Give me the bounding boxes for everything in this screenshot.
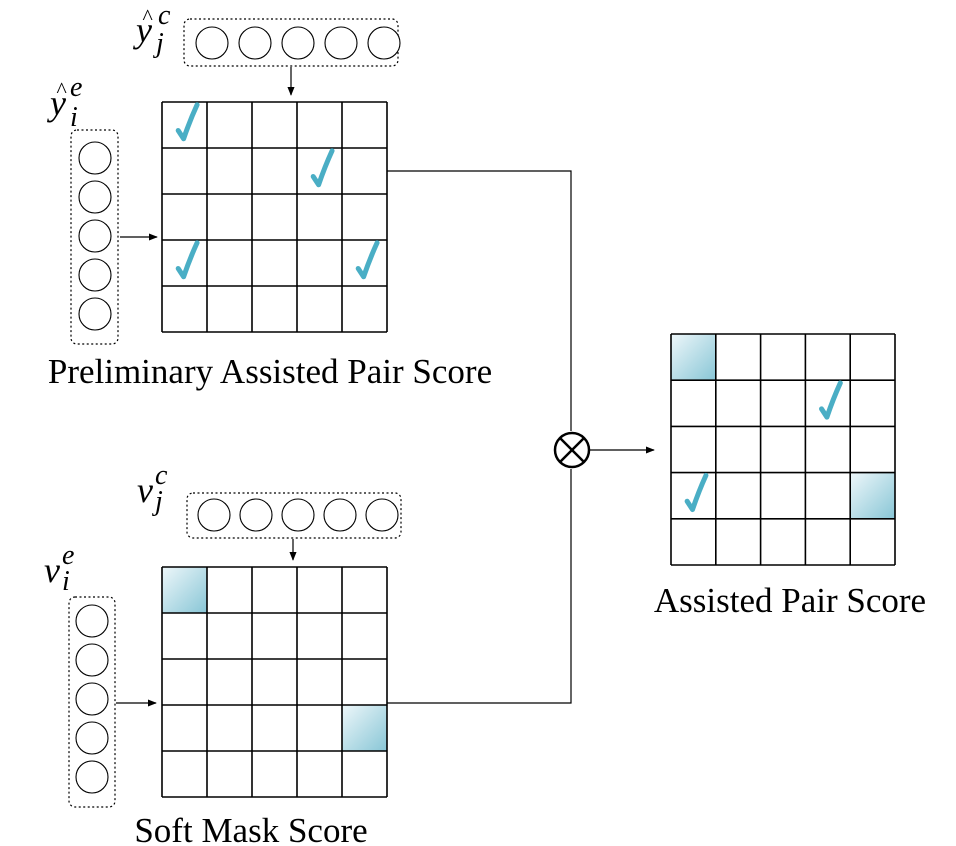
check-icon	[310, 148, 335, 188]
vector-node	[75, 760, 109, 794]
grid-lines	[161, 101, 388, 333]
y-hat-j-c-label: y ^ c j	[133, 0, 171, 59]
vector-node	[238, 26, 272, 60]
vector-node	[281, 26, 315, 60]
v-symbol: v	[44, 550, 60, 590]
hat-mark: ^	[142, 4, 153, 29]
assisted-caption: Assisted Pair Score	[654, 581, 926, 620]
soft-mask-caption: Soft Mask Score	[134, 811, 367, 846]
v-e-vector	[68, 596, 116, 808]
v-symbol: v	[137, 470, 153, 510]
vector-node	[239, 498, 273, 532]
vector-nodes	[197, 498, 399, 532]
y-hat-symbol: y	[133, 10, 152, 50]
preliminary-score-grid	[161, 101, 388, 333]
connector-top	[387, 170, 572, 431]
grid-lines	[670, 333, 896, 566]
shaded-cell	[671, 334, 716, 381]
vector-nodes	[195, 26, 401, 60]
y-hat-symbol: y	[47, 83, 66, 123]
subscript-i: i	[70, 102, 78, 133]
check-icon	[819, 380, 843, 420]
superscript-e: e	[62, 540, 74, 571]
vector-node	[78, 141, 112, 175]
check-icon	[355, 240, 380, 280]
y-hat-c-vector	[183, 18, 401, 67]
y-hat-i-e-label: y ^ e i	[47, 72, 82, 133]
vector-box	[186, 492, 402, 539]
vector-node	[75, 721, 109, 755]
assisted-score-grid	[670, 333, 896, 566]
vector-node	[281, 498, 315, 532]
y-hat-e-vector	[70, 129, 119, 345]
subscript-j: j	[152, 486, 163, 517]
assisted-section: Assisted Pair Score	[654, 333, 926, 620]
vector-node	[75, 682, 109, 716]
preliminary-caption: Preliminary Assisted Pair Score	[48, 352, 492, 391]
vector-node	[75, 643, 109, 677]
soft-mask-section: v c j v e i Soft Mask Score	[44, 460, 402, 846]
shaded-cell	[342, 705, 387, 751]
v-c-vector	[186, 492, 402, 539]
vector-node	[78, 258, 112, 292]
vector-node	[78, 219, 112, 253]
superscript-c: c	[155, 460, 168, 491]
v-j-c-label: v c j	[137, 460, 168, 517]
hat-mark: ^	[56, 77, 67, 102]
vector-box	[68, 596, 116, 808]
vector-node	[78, 180, 112, 214]
vector-node	[197, 498, 231, 532]
connector-bottom	[387, 469, 572, 704]
vector-node	[323, 498, 357, 532]
shaded-cell	[850, 472, 895, 519]
vector-node	[324, 26, 358, 60]
vector-node	[78, 297, 112, 331]
v-i-e-label: v e i	[44, 540, 74, 597]
combine-connectors	[387, 170, 655, 704]
subscript-j: j	[153, 28, 164, 59]
superscript-c: c	[158, 0, 171, 31]
vector-nodes	[75, 604, 109, 794]
check-icon	[684, 472, 709, 513]
check-icon	[175, 240, 200, 280]
vector-node	[365, 498, 399, 532]
vector-node	[75, 604, 109, 638]
subscript-i: i	[62, 566, 70, 597]
vector-box	[70, 129, 119, 345]
vector-node	[195, 26, 229, 60]
grid-lines	[161, 566, 388, 798]
vector-nodes	[78, 141, 112, 331]
vector-node	[367, 26, 401, 60]
vector-box	[183, 18, 399, 67]
preliminary-section: y ^ c j y ^ e i Preliminary Assisted Pai…	[47, 0, 492, 391]
shaded-cell	[162, 567, 207, 613]
soft-mask-grid	[161, 566, 388, 798]
superscript-e: e	[70, 72, 82, 103]
check-icon	[175, 102, 200, 142]
otimes-icon	[553, 431, 591, 469]
